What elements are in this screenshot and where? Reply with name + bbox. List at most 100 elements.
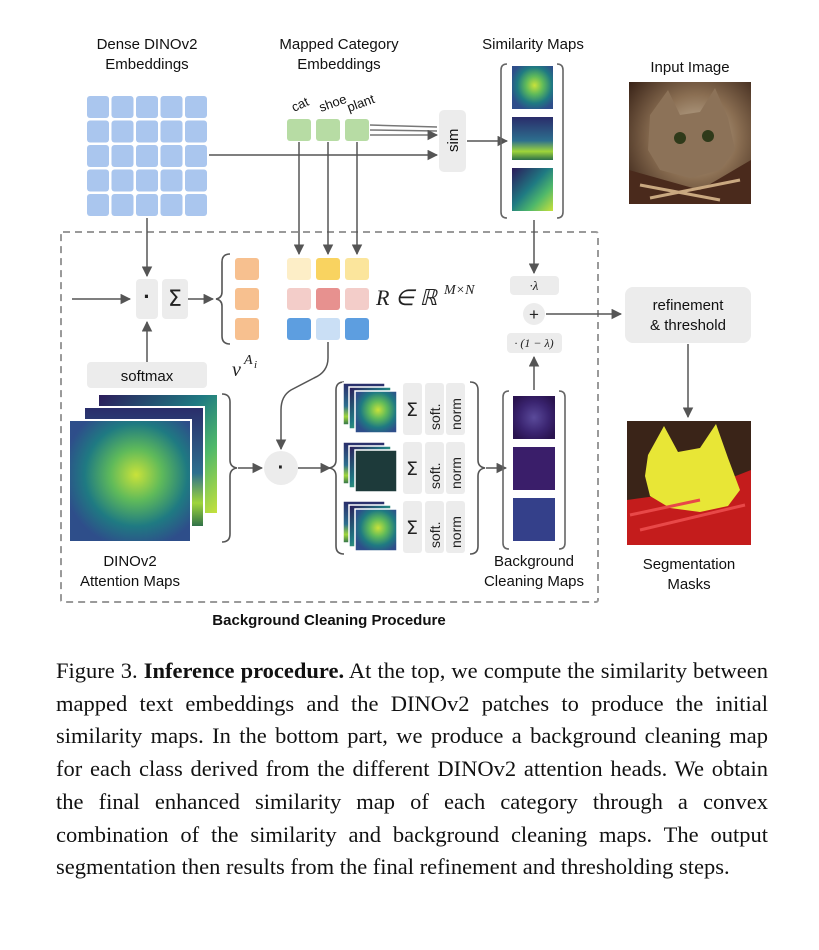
sum-box bbox=[162, 279, 188, 319]
relevance-cell bbox=[316, 318, 340, 340]
v-superscript: A bbox=[243, 353, 253, 368]
softmax-box-small bbox=[425, 383, 444, 435]
attention-vector-cell bbox=[235, 288, 259, 310]
lambda-box bbox=[510, 276, 559, 295]
similarity-maps-label: Similarity Maps bbox=[482, 36, 584, 53]
input-image bbox=[629, 82, 751, 204]
bg-map-plant bbox=[513, 498, 555, 541]
relevance-cell bbox=[287, 288, 311, 310]
dense-embedding-patch bbox=[111, 145, 134, 167]
attention-maps-label-1: DINOv2 bbox=[103, 553, 156, 570]
one-minus-lambda-box bbox=[507, 333, 562, 353]
relevance-cell bbox=[345, 318, 369, 340]
dense-embeddings-grid bbox=[87, 96, 207, 216]
plant-embedding bbox=[345, 119, 369, 141]
softmax-box-small bbox=[425, 442, 444, 494]
relevance-cell bbox=[287, 258, 311, 280]
caption-text: At the top, we compute the similarity be… bbox=[56, 658, 769, 880]
dense-embedding-patch bbox=[136, 120, 158, 143]
softmax-label-small: soft. bbox=[427, 463, 443, 489]
input-image-label: Input Image bbox=[650, 59, 729, 76]
stack-map-front bbox=[354, 449, 398, 493]
bg-map-shoe bbox=[513, 447, 555, 490]
procedure-title: Background Cleaning Procedure bbox=[212, 612, 445, 629]
shoe-label: shoe bbox=[317, 91, 349, 115]
dense-embedding-patch bbox=[136, 194, 158, 216]
sum-label: Σ bbox=[168, 287, 182, 312]
relevance-cell bbox=[316, 288, 340, 310]
dense-embedding-patch bbox=[111, 96, 134, 118]
sum-box-small bbox=[403, 383, 422, 435]
bg-cleaning-maps-label-1: Background bbox=[494, 553, 574, 570]
dot-circle-label: · bbox=[278, 457, 285, 479]
segmentation-masks-label-2: Masks bbox=[667, 576, 710, 593]
v-label: v bbox=[232, 359, 241, 381]
dense-embedding-patch bbox=[87, 96, 109, 118]
figure-caption: Figure 3. Inference procedure. At the to… bbox=[56, 655, 768, 884]
plus-circle bbox=[523, 303, 545, 325]
dense-embeddings-label-1: Dense DINOv2 bbox=[97, 36, 198, 53]
dense-embedding-patch bbox=[160, 96, 183, 118]
dense-embedding-patch bbox=[87, 120, 109, 143]
cat-embedding bbox=[287, 119, 311, 141]
sum-label-small: Σ bbox=[406, 458, 418, 480]
dense-embedding-patch bbox=[87, 194, 109, 216]
dense-embedding-patch bbox=[185, 96, 207, 118]
v-subscript: i bbox=[254, 359, 257, 371]
relevance-cell bbox=[316, 258, 340, 280]
segmentation-mask-image bbox=[627, 421, 751, 545]
dense-embedding-patch bbox=[136, 145, 158, 167]
norm-box-small bbox=[446, 501, 465, 553]
mapped-embeddings-label-2: Embeddings bbox=[297, 56, 380, 73]
relevance-cell bbox=[345, 258, 369, 280]
relevance-cell bbox=[345, 288, 369, 310]
dense-embedding-patch bbox=[111, 120, 134, 143]
bg-cleaning-maps-label-2: Cleaning Maps bbox=[484, 573, 584, 590]
lambda-label: ·λ bbox=[530, 278, 539, 293]
dot-product-circle bbox=[264, 451, 298, 485]
refinement-box bbox=[625, 287, 751, 343]
inference-diagram: Dense DINOv2 Embeddings Mapped Category … bbox=[60, 36, 751, 629]
r-superscript: M×N bbox=[443, 283, 475, 298]
dot-product-label: · bbox=[143, 284, 150, 309]
dense-embedding-patch bbox=[160, 145, 183, 167]
r-formula: R ∈ ℝ bbox=[375, 285, 439, 310]
norm-label-small: norm bbox=[448, 457, 464, 489]
softmax-box bbox=[87, 362, 207, 388]
one-minus-lambda-label: · (1 − λ) bbox=[514, 336, 553, 350]
stack-map-front bbox=[354, 508, 398, 552]
dense-embedding-patch bbox=[185, 145, 207, 167]
softmax-label: softmax bbox=[121, 368, 174, 385]
attention-vector-cell bbox=[235, 258, 259, 280]
shoe-embedding bbox=[316, 119, 340, 141]
sim-box bbox=[439, 110, 466, 172]
dense-embedding-patch bbox=[185, 120, 207, 143]
relevance-cell bbox=[287, 318, 311, 340]
dense-embedding-patch bbox=[87, 169, 109, 192]
dense-embedding-patch bbox=[87, 145, 109, 167]
sim-label: sim bbox=[445, 129, 462, 152]
attention-maps-label-2: Attention Maps bbox=[80, 573, 180, 590]
caption-bold-title: Inference procedure. bbox=[143, 658, 345, 683]
dense-embedding-patch bbox=[185, 194, 207, 216]
refinement-label-1: refinement bbox=[653, 297, 725, 314]
category-embeddings bbox=[287, 119, 369, 141]
attention-vector-cell bbox=[235, 318, 259, 340]
attention-maps-stack bbox=[68, 393, 219, 543]
cat-label: cat bbox=[289, 94, 311, 115]
stack-map-front bbox=[354, 390, 398, 434]
dense-embedding-patch bbox=[111, 169, 134, 192]
segmentation-masks-label-1: Segmentation bbox=[643, 556, 736, 573]
norm-box-small bbox=[446, 442, 465, 494]
norm-box-small bbox=[446, 383, 465, 435]
mapped-embeddings-label-1: Mapped Category bbox=[279, 36, 399, 53]
dense-embeddings-label-2: Embeddings bbox=[105, 56, 188, 73]
refinement-label-2: & threshold bbox=[650, 317, 726, 334]
dense-embedding-patch bbox=[111, 194, 134, 216]
background-cleaning-region bbox=[60, 231, 599, 603]
sum-box-small bbox=[403, 442, 422, 494]
